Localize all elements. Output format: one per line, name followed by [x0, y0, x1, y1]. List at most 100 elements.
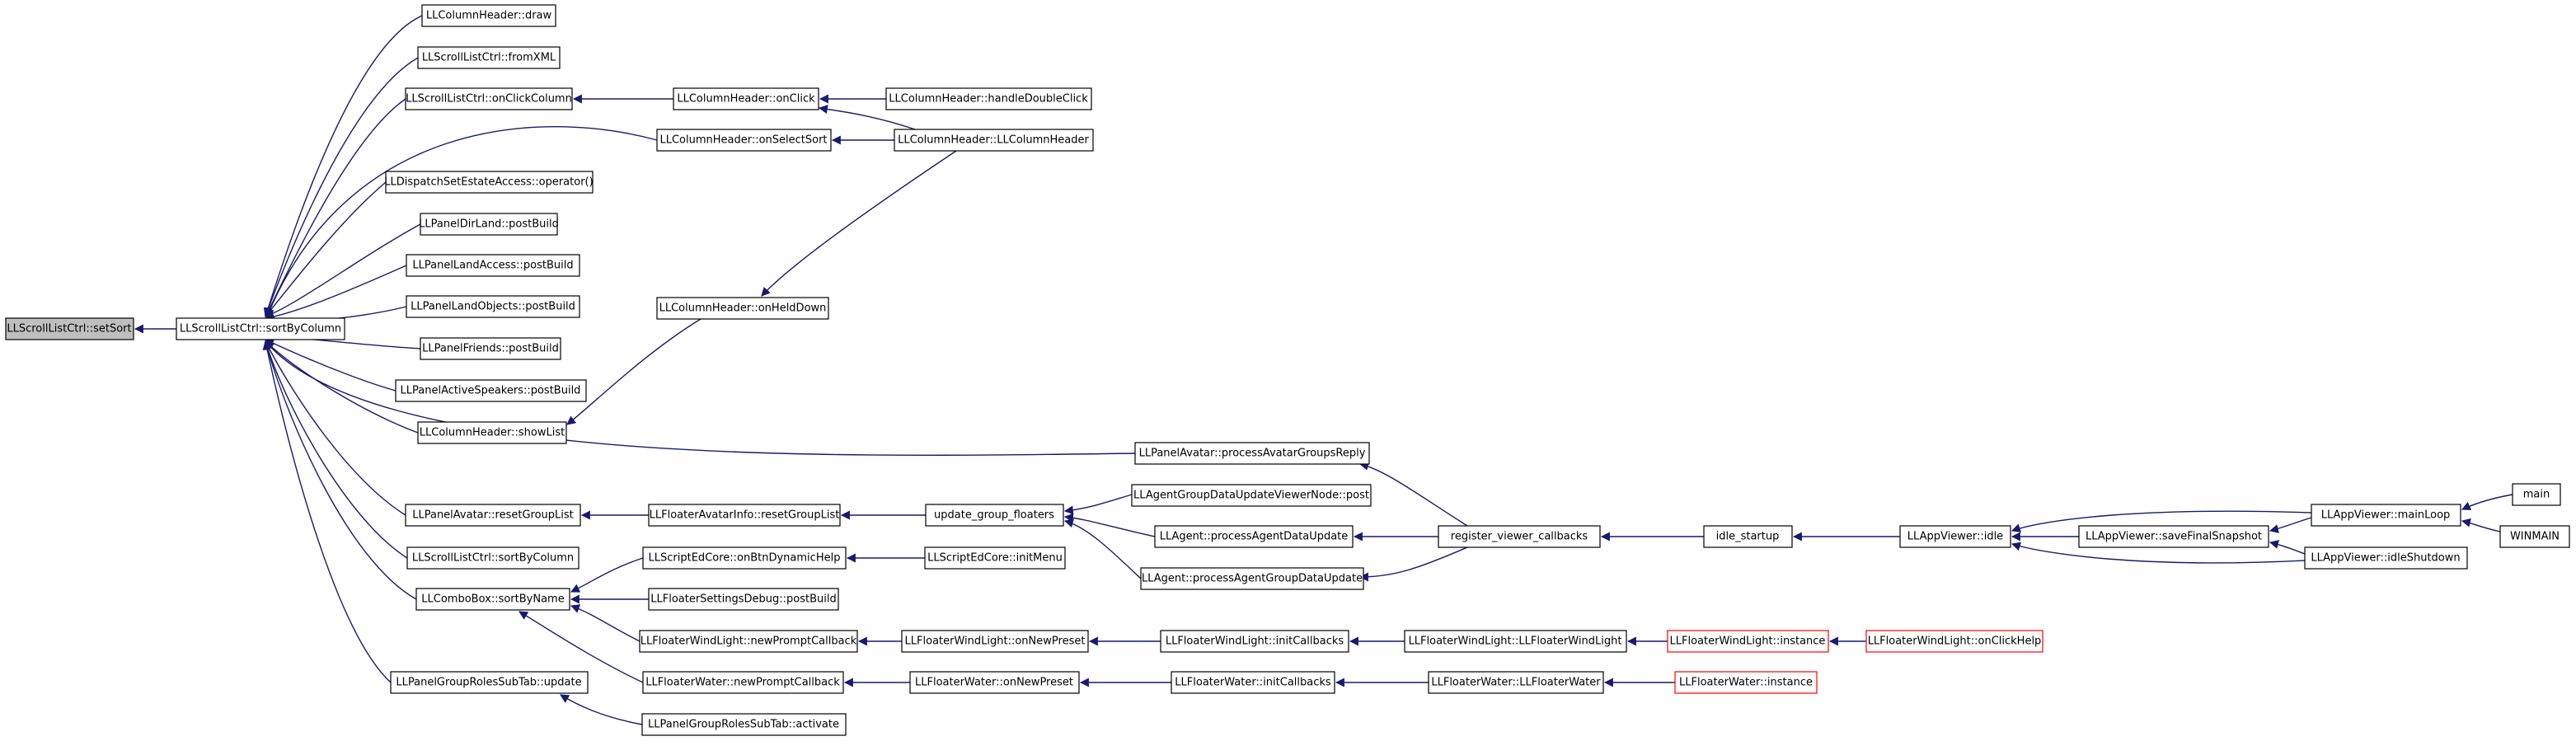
- node-label: LLPanelAvatar::processAvatarGroupsReply: [1139, 448, 1366, 460]
- edge-ctor-onclick: [818, 105, 916, 130]
- edge-dispatch: [265, 181, 387, 317]
- node-label: LLScriptEdCore::onBtnDynamicHelp: [649, 552, 841, 565]
- node-water-newpromptcallback[interactable]: LLFloaterWater::newPromptCallback: [642, 671, 844, 694]
- edge-landaccess: [264, 265, 407, 321]
- node-register-viewer-callbacks[interactable]: register_viewer_callbacks: [1438, 525, 1601, 548]
- node-fromxml[interactable]: LLScrollListCtrl::fromXML: [417, 46, 561, 69]
- node-label: LLFloaterWater::newPromptCallback: [645, 677, 840, 689]
- node-winmain[interactable]: WINMAIN: [2499, 525, 2570, 548]
- node-columnheader-ctor[interactable]: LLColumnHeader::LLColumnHeader: [894, 129, 1094, 152]
- node-processavatargroupsreply[interactable]: LLPanelAvatar::processAvatarGroupsReply: [1134, 442, 1370, 465]
- node-paneldirland[interactable]: LLPanelDirLand::postBuild: [419, 213, 559, 236]
- node-handledoubleclick[interactable]: LLColumnHeader::handleDoubleClick: [885, 87, 1092, 110]
- node-draw[interactable]: LLColumnHeader::draw: [421, 4, 556, 27]
- node-label: LLColumnHeader::onHeldDown: [659, 302, 827, 315]
- node-label: main: [2523, 489, 2550, 501]
- edge-main-mainloop: [2461, 494, 2513, 510]
- node-label: LLScrollListCtrl::onClickColumn: [406, 93, 572, 106]
- node-windlight-onclickhelp[interactable]: LLFloaterWindLight::onClickHelp: [1865, 630, 2043, 653]
- edge-activespeakers: [265, 339, 396, 392]
- node-grouprolessubtab-update[interactable]: LLPanelGroupRolesSubTab::update: [390, 671, 589, 694]
- node-processagentgroupdataupdate[interactable]: LLAgent::processAgentGroupDataUpdate: [1140, 567, 1364, 590]
- node-panellandaccess[interactable]: LLPanelLandAccess::postBuild: [406, 254, 580, 277]
- node-onselectsort[interactable]: LLColumnHeader::onSelectSort: [656, 129, 832, 152]
- node-idle-startup[interactable]: idle_startup: [1703, 525, 1793, 548]
- node-label: WINMAIN: [2510, 531, 2560, 543]
- node-label: LLScrollListCtrl::sortByColumn: [412, 552, 574, 565]
- node-flooateravatarinfo-reset[interactable]: LLFloaterAvatarInfo::resetGroupList: [648, 504, 841, 527]
- edge-draw: [263, 15, 423, 318]
- edge-sortbycolumn2: [263, 340, 408, 559]
- edge-activate-grouproles-update: [560, 694, 643, 725]
- node-label: LLFloaterWindLight::initCallbacks: [1166, 635, 1344, 648]
- node-windlight-newpromptcallback[interactable]: LLFloaterWindLight::newPromptCallback: [639, 630, 858, 653]
- node-main[interactable]: main: [2512, 483, 2561, 506]
- node-water-onnewpreset[interactable]: LLFloaterWater::onNewPreset: [909, 671, 1080, 694]
- node-grouprolessubtab-activate[interactable]: LLPanelGroupRolesSubTab::activate: [641, 713, 847, 736]
- node-label: LLScriptEdCore::initMenu: [927, 552, 1063, 565]
- node-panelavatar-resetgrouplist[interactable]: LLPanelAvatar::resetGroupList: [405, 504, 581, 527]
- edge-register-procagentgroup: [1358, 546, 1468, 582]
- node-onclickcolumn[interactable]: LLScrollListCtrl::onClickColumn: [405, 87, 573, 110]
- node-label: LLAgent::processAgentGroupDataUpdate: [1142, 573, 1363, 585]
- node-agentgroupdataviewernode[interactable]: LLAgentGroupDataUpdateViewerNode::post: [1131, 484, 1372, 507]
- node-label: LLFloaterWindLight::onNewPreset: [905, 635, 1086, 648]
- node-appviewer-mainloop[interactable]: LLAppViewer::mainLoop: [2311, 504, 2461, 527]
- node-columnheader-onclick[interactable]: LLColumnHeader::onClick: [673, 87, 819, 110]
- node-water-instance[interactable]: LLFloaterWater::instance: [1674, 671, 1818, 694]
- node-setsort[interactable]: LLScrollListCtrl::setSort: [5, 317, 134, 340]
- node-label: update_group_floaters: [934, 509, 1054, 522]
- node-panelfriends[interactable]: LLPanelFriends::postBuild: [420, 337, 561, 360]
- node-combobox-sortbyname[interactable]: LLComboBox::sortByName: [415, 588, 570, 611]
- graph-nodes: LLScrollListCtrl::setSort LLScrollListCt…: [5, 4, 2570, 736]
- node-processagentdataupdate[interactable]: LLAgent::processAgentDataUpdate: [1154, 525, 1354, 548]
- node-water-initcallbacks[interactable]: LLFloaterWater::initCallbacks: [1171, 671, 1335, 694]
- node-sortbycolumn[interactable]: LLScrollListCtrl::sortByColumn: [176, 317, 345, 340]
- edge-onselectsort: [265, 126, 658, 318]
- node-label: LLFloaterAvatarInfo::resetGroupList: [650, 509, 840, 522]
- node-windlight-ctor[interactable]: LLFloaterWindLight::LLFloaterWindLight: [1404, 630, 1627, 653]
- edge-grouproles-update: [262, 340, 392, 683]
- edge-resetgrouplist: [265, 340, 406, 516]
- node-settingsdebug-postbuild[interactable]: LLFloaterSettingsDebug::postBuild: [648, 588, 839, 611]
- node-label: LLPanelLandObjects::postBuild: [411, 301, 575, 313]
- node-scripted-initmenu[interactable]: LLScriptEdCore::initMenu: [924, 546, 1066, 570]
- edge-mainloop-appidle: [2011, 510, 2312, 532]
- node-label: LLComboBox::sortByName: [421, 593, 564, 606]
- node-windlight-initcallbacks[interactable]: LLFloaterWindLight::initCallbacks: [1160, 630, 1349, 653]
- node-label: register_viewer_callbacks: [1451, 531, 1588, 543]
- node-appviewer-idle[interactable]: LLAppViewer::idle: [1899, 525, 2011, 548]
- node-sortbycolumn-overload[interactable]: LLScrollListCtrl::sortByColumn: [406, 546, 579, 570]
- node-label: LLFloaterWindLight::onClickHelp: [1868, 635, 2042, 648]
- node-label: LLAgent::processAgentDataUpdate: [1160, 531, 1349, 543]
- node-onhelddown[interactable]: LLColumnHeader::onHeldDown: [656, 297, 829, 320]
- node-label: LLFloaterWater::LLFloaterWater: [1431, 677, 1601, 689]
- node-updategroupfloaters[interactable]: update_group_floaters: [925, 504, 1064, 527]
- node-label: LLAppViewer::saveFinalSnapshot: [2086, 531, 2262, 543]
- edge-waterprompt-combobox: [518, 611, 644, 683]
- node-label: LLPanelActiveSpeakers::postBuild: [401, 385, 581, 397]
- node-label: LLFloaterWater::instance: [1679, 677, 1813, 689]
- node-scripted-dynamichelp[interactable]: LLScriptEdCore::onBtnDynamicHelp: [642, 546, 847, 570]
- edge-winmain-mainloop: [2461, 518, 2501, 532]
- node-label: LLAppViewer::idle: [1907, 531, 2003, 543]
- node-savefinalsnapshot[interactable]: LLAppViewer::saveFinalSnapshot: [2078, 525, 2269, 548]
- graph-edges: [134, 15, 2513, 725]
- node-label: LLScrollListCtrl::sortByColumn: [180, 323, 341, 335]
- edge-register-procavatar: [1358, 461, 1468, 527]
- node-windlight-instance[interactable]: LLFloaterWindLight::instance: [1667, 630, 1829, 653]
- edge-procavatar: [265, 340, 1136, 456]
- edge-onhelddown-showlist: [566, 318, 701, 425]
- node-panelactivespeakers[interactable]: LLPanelActiveSpeakers::postBuild: [395, 379, 587, 402]
- node-showlist[interactable]: LLColumnHeader::showList: [417, 421, 567, 444]
- node-panellandobjects[interactable]: LLPanelLandObjects::postBuild: [406, 295, 580, 318]
- node-water-ctor[interactable]: LLFloaterWater::LLFloaterWater: [1428, 671, 1604, 694]
- node-label: LLColumnHeader::LLColumnHeader: [898, 134, 1089, 147]
- edge-dirland: [264, 223, 421, 318]
- node-dispatchsetestateaccess[interactable]: LLDispatchSetEstateAccess::operator(): [384, 171, 594, 194]
- node-appviewer-idleshutdown[interactable]: LLAppViewer::idleShutdown: [2304, 546, 2468, 570]
- edge-combobox: [263, 340, 417, 600]
- edge-onclickcolumn: [265, 98, 406, 317]
- node-windlight-onnewpreset[interactable]: LLFloaterWindLight::onNewPreset: [901, 630, 1089, 653]
